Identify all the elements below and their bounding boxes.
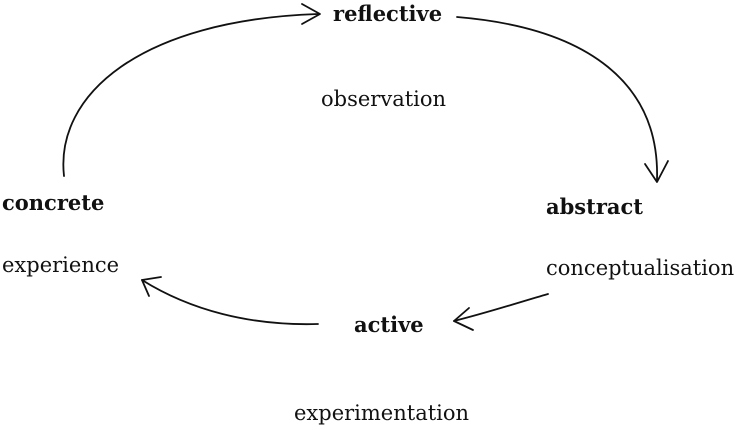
arrow-concrete-to-reflective xyxy=(62,3,321,177)
stage-title-concrete: concrete xyxy=(2,190,105,215)
stage-subtitle-active: experimentation xyxy=(294,401,470,425)
stage-subtitle-concrete: experience xyxy=(2,253,120,277)
arrow-abstract-to-active xyxy=(453,293,549,331)
stage-title-reflective: reflective xyxy=(333,1,443,26)
stage-subtitle-abstract: conceptualisation xyxy=(546,256,735,280)
stage-title-abstract: abstract xyxy=(546,194,643,219)
stage-title-active: active xyxy=(354,312,424,337)
arrow-active-to-concrete xyxy=(141,276,319,326)
stage-subtitle-reflective: observation xyxy=(321,87,447,111)
arrow-reflective-to-abstract xyxy=(456,16,669,183)
